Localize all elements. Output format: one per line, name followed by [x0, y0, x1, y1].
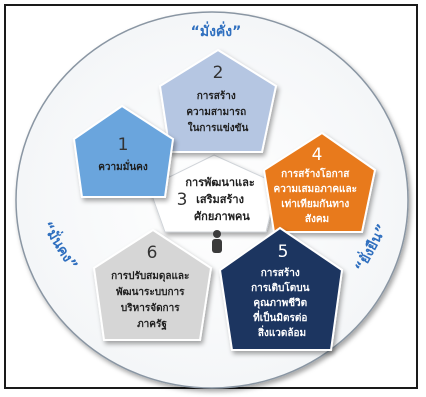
pentagon-1-text: ความมั่นคง — [98, 159, 148, 173]
pentagon-2-line-1: การสร้าง — [197, 90, 236, 102]
pentagon-6-number: 6 — [147, 243, 158, 263]
person-icon-head — [213, 230, 221, 238]
pentagon-4-number: 4 — [312, 145, 323, 165]
pentagon-6-line-1: การปรับสมดุลและ — [111, 270, 189, 282]
pentagon-5-line-2: การเติบโตบน — [251, 281, 310, 294]
pentagon-1-shape — [72, 104, 175, 198]
center-number: 3 — [177, 190, 188, 210]
person-icon-body — [212, 239, 222, 253]
pentagon-5-number: 5 — [278, 242, 289, 262]
pentagon-4: 4 การสร้างโอกาส ความเสมอภาคและ เท่าเทียม… — [262, 131, 377, 233]
pentagon-6-line-2: พัฒนาระบบการ — [116, 286, 185, 298]
pentagon-6-line-4: ภาครัฐ — [137, 318, 167, 330]
center-text: การพัฒนาและ เสริมสร้าง ศักยภาพคน — [185, 176, 258, 223]
pentagon-4-line-3: เท่าเทียมกันทาง — [281, 198, 349, 210]
pentagon-2-text: การสร้าง ความสามารถ ในการแข่งขัน — [186, 90, 249, 134]
ring-label-top: “มั่งคั่ง” — [191, 21, 242, 40]
center-line-2: เสริมสร้าง — [196, 193, 244, 206]
center-line-1: การพัฒนาและ — [185, 176, 254, 189]
pentagon-4-line-4: สังคม — [305, 213, 329, 225]
pentagon-5: 5 การสร้าง การเติบโตบน คุณภาพชีวิต ที่เป… — [218, 226, 344, 351]
center-block: 3 การพัฒนาและ เสริมสร้าง ศักยภาพคน — [177, 176, 258, 253]
pentagon-1: 1 ความมั่นคง — [72, 104, 175, 198]
pentagon-4-line-2: ความเสมอภาคและ — [274, 184, 357, 195]
pentagon-5-line-3: คุณภาพชีวิต — [253, 297, 307, 309]
pentagon-6-shape — [92, 228, 213, 341]
pentagon-2-line-3: ในการแข่งขัน — [188, 121, 249, 134]
pentagon-5-text: การสร้าง การเติบโตบน คุณภาพชีวิต ที่เป็น… — [251, 267, 313, 339]
pentagon-2: 2 การสร้าง ความสามารถ ในการแข่งขัน — [158, 48, 278, 153]
person-icon — [212, 230, 222, 253]
pentagon-2-number: 2 — [213, 63, 224, 83]
pentagon-5-line-1: การสร้าง — [261, 267, 300, 279]
pentagon-2-shape — [158, 48, 278, 153]
center-line-3: ศักยภาพคน — [194, 210, 250, 223]
pentagon-2-line-2: ความสามารถ — [186, 107, 246, 118]
pentagon-5-shape — [218, 226, 344, 351]
pentagon-4-text: การสร้างโอกาส ความเสมอภาคและ เท่าเทียมกั… — [274, 167, 361, 225]
pentagon-6-line-3: บริหารจัดการ — [121, 302, 180, 314]
pentagon-4-line-1: การสร้างโอกาส — [281, 167, 350, 180]
pentagon-5-line-5: สิ่งแวดล้อม — [258, 325, 306, 339]
pentagon-6-text: การปรับสมดุลและ พัฒนาระบบการ บริหารจัดกา… — [111, 270, 193, 330]
pentagon-1-line-1: ความมั่นคง — [98, 159, 148, 173]
pentagon-1-number: 1 — [118, 135, 129, 155]
pentagon-4-shape — [262, 131, 377, 233]
pentagon-6: 6 การปรับสมดุลและ พัฒนาระบบการ บริหารจัด… — [92, 228, 213, 341]
pentagon-5-line-4: ที่เป็นมิตรต่อ — [253, 310, 307, 324]
